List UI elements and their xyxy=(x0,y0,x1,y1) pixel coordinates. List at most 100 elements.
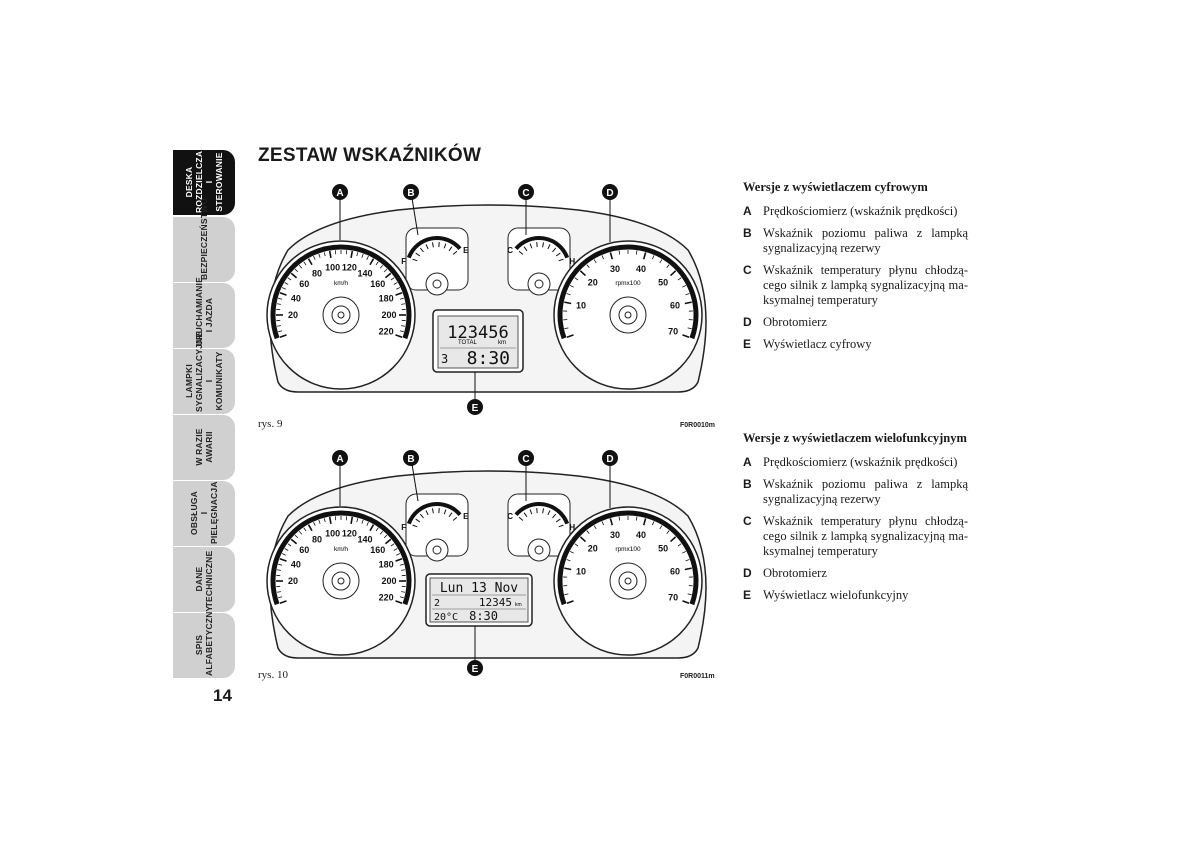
legend-multifunction: Wersje z wyświetlaczem wielofunkcyjnym A… xyxy=(743,431,968,610)
temp-gauge-label-high: H xyxy=(569,257,575,266)
temp-gauge-label-low: C xyxy=(507,512,513,521)
lcd-date: Lun 13 Nov xyxy=(440,581,518,596)
legend-text: Prędkościomierz (wskaźnik prędkości) xyxy=(763,204,958,218)
legend-text: Wskaźnik temperatury płynu chłodzą-cego … xyxy=(763,263,968,307)
speedometer-tick-label: 180 xyxy=(379,294,394,304)
lcd-gear-indicator: 3 xyxy=(441,352,448,366)
tab-label: SPIS ALFABETYCZNY xyxy=(194,605,214,676)
tachometer-tick-label: 20 xyxy=(588,543,598,553)
tab-obsluga[interactable]: OBSŁUGA I PIELĘGNACJA xyxy=(173,481,235,546)
speedometer-tick-label: 160 xyxy=(370,279,385,289)
speedometer-tick-label: 20 xyxy=(288,576,298,586)
legend-item: C Wskaźnik temperatury płynu chłodzą-cego… xyxy=(743,514,968,559)
tab-bezpieczenstwo[interactable]: BEZPIECZEŃSTWO xyxy=(173,197,235,282)
legend-key: C xyxy=(743,263,752,277)
callout-letter: E xyxy=(472,664,479,675)
legend-key: B xyxy=(743,226,752,240)
tab-spis-alfabetyczny[interactable]: SPIS ALFABETYCZNY xyxy=(173,605,235,678)
fuel-gauge-label-high: E xyxy=(463,246,469,255)
tab-deska-rozdzielcza[interactable]: DESKA ROZDZIELCZA I STEROWANIE xyxy=(173,150,235,215)
tachometer-tick-label: 10 xyxy=(576,566,586,576)
speedometer-tick-label: 20 xyxy=(288,310,298,320)
fuel-gauge-label-high: E xyxy=(463,512,469,521)
legend-text: Obrotomierz xyxy=(763,566,827,580)
speedometer-unit-label: km/h xyxy=(334,546,348,553)
tab-dane-techniczne[interactable]: DANE TECHNICZNE xyxy=(173,547,235,612)
speedometer-tick-label: 220 xyxy=(379,592,394,602)
legend-key: E xyxy=(743,588,752,602)
legend-key: C xyxy=(743,514,752,528)
tachometer-tick-label: 20 xyxy=(588,277,598,287)
figure-code: F0R0011m xyxy=(680,673,715,680)
lcd-km-label: km xyxy=(498,340,506,346)
tab-label: DANE TECHNICZNE xyxy=(194,550,214,608)
speedometer-tick-label: 100 xyxy=(325,529,340,539)
legend-title: Wersje z wyświetlaczem cyfrowym xyxy=(743,180,928,194)
callout-letter: C xyxy=(522,454,529,465)
speedometer-tick-label: 80 xyxy=(312,268,322,278)
tab-label: W RAZIE AWARII xyxy=(194,428,214,466)
speedometer-tick-label: 180 xyxy=(379,560,394,570)
figure-code: F0R0010m xyxy=(680,422,716,429)
tachometer-tick-label: 10 xyxy=(576,300,586,310)
fuel-gauge-label-low: F xyxy=(401,523,406,532)
lcd-odometer: 123456 xyxy=(447,323,508,343)
tachometer-tick-label: 40 xyxy=(636,530,646,540)
temp-gauge-label-high: H xyxy=(569,523,575,532)
speedometer-tick-label: 140 xyxy=(357,534,372,544)
tachometer-tick-label: 30 xyxy=(610,264,620,274)
legend-key: D xyxy=(743,566,752,580)
legend-text: Wskaźnik temperatury płynu chłodzą-cego … xyxy=(763,514,968,558)
callout-c xyxy=(518,184,534,200)
callout-letter: B xyxy=(407,188,414,199)
lcd-km-label: km xyxy=(515,602,522,608)
speedometer-tick-label: 60 xyxy=(299,545,309,555)
tachometer-tick-label: 70 xyxy=(668,592,678,602)
lcd-clock: 8:30 xyxy=(469,609,498,623)
page-number: 14 xyxy=(213,686,232,705)
tab-label: OBSŁUGA I PIELĘGNACJA xyxy=(189,481,219,544)
legend-title: Wersje z wyświetlaczem wielofunkcyjnym xyxy=(743,431,967,445)
callout-letter: B xyxy=(407,454,414,465)
temp-gauge-label-low: C xyxy=(507,246,513,255)
legend-key: D xyxy=(743,315,752,329)
tab-label: BEZPIECZEŃSTWO xyxy=(199,197,209,280)
speedometer-tick-label: 40 xyxy=(291,560,301,570)
callout-e xyxy=(467,399,483,415)
speedometer-tick-label: 140 xyxy=(357,268,372,278)
callout-a xyxy=(332,450,348,466)
speedometer-tick-label: 200 xyxy=(381,576,396,586)
lcd-clock: 8:30 xyxy=(467,348,510,369)
legend-text: Obrotomierz xyxy=(763,315,827,329)
tab-lampki[interactable]: LAMPKI SYGNALIZACYJNE I KOMUNIKATY xyxy=(173,332,235,414)
figure-caption: rys. 9 xyxy=(258,418,283,430)
callout-a xyxy=(332,184,348,200)
tachometer-tick-label: 50 xyxy=(658,277,668,287)
tab-uruchamianie[interactable]: URUCHAMIANIE I JAZDA xyxy=(173,277,235,348)
fuel-gauge-label-low: F xyxy=(401,257,406,266)
speedometer-tick-label: 220 xyxy=(379,326,394,336)
callout-b xyxy=(403,184,419,200)
page-title: ZESTAW WSKAŹNIKÓW xyxy=(258,145,482,166)
tachometer-tick-label: 40 xyxy=(636,264,646,274)
callout-e xyxy=(467,660,483,676)
lcd-total-label: TOTAL xyxy=(458,340,477,346)
tab-w-razie-awarii[interactable]: W RAZIE AWARII xyxy=(173,415,235,480)
legend-text: Wyświetlacz cyfrowy xyxy=(763,337,872,351)
lcd-gear-indicator: 2 xyxy=(434,598,440,609)
callout-letter: A xyxy=(336,454,343,465)
tachometer-tick-label: 60 xyxy=(670,300,680,310)
speedometer-unit-label: km/h xyxy=(334,280,348,287)
figure-caption: rys. 10 xyxy=(258,669,288,681)
tachometer-unit-label: rpmx100 xyxy=(615,280,641,287)
speedometer-tick-label: 40 xyxy=(291,294,301,304)
legend-item: D Obrotomierz xyxy=(743,566,968,581)
tachometer-tick-label: 70 xyxy=(668,326,678,336)
